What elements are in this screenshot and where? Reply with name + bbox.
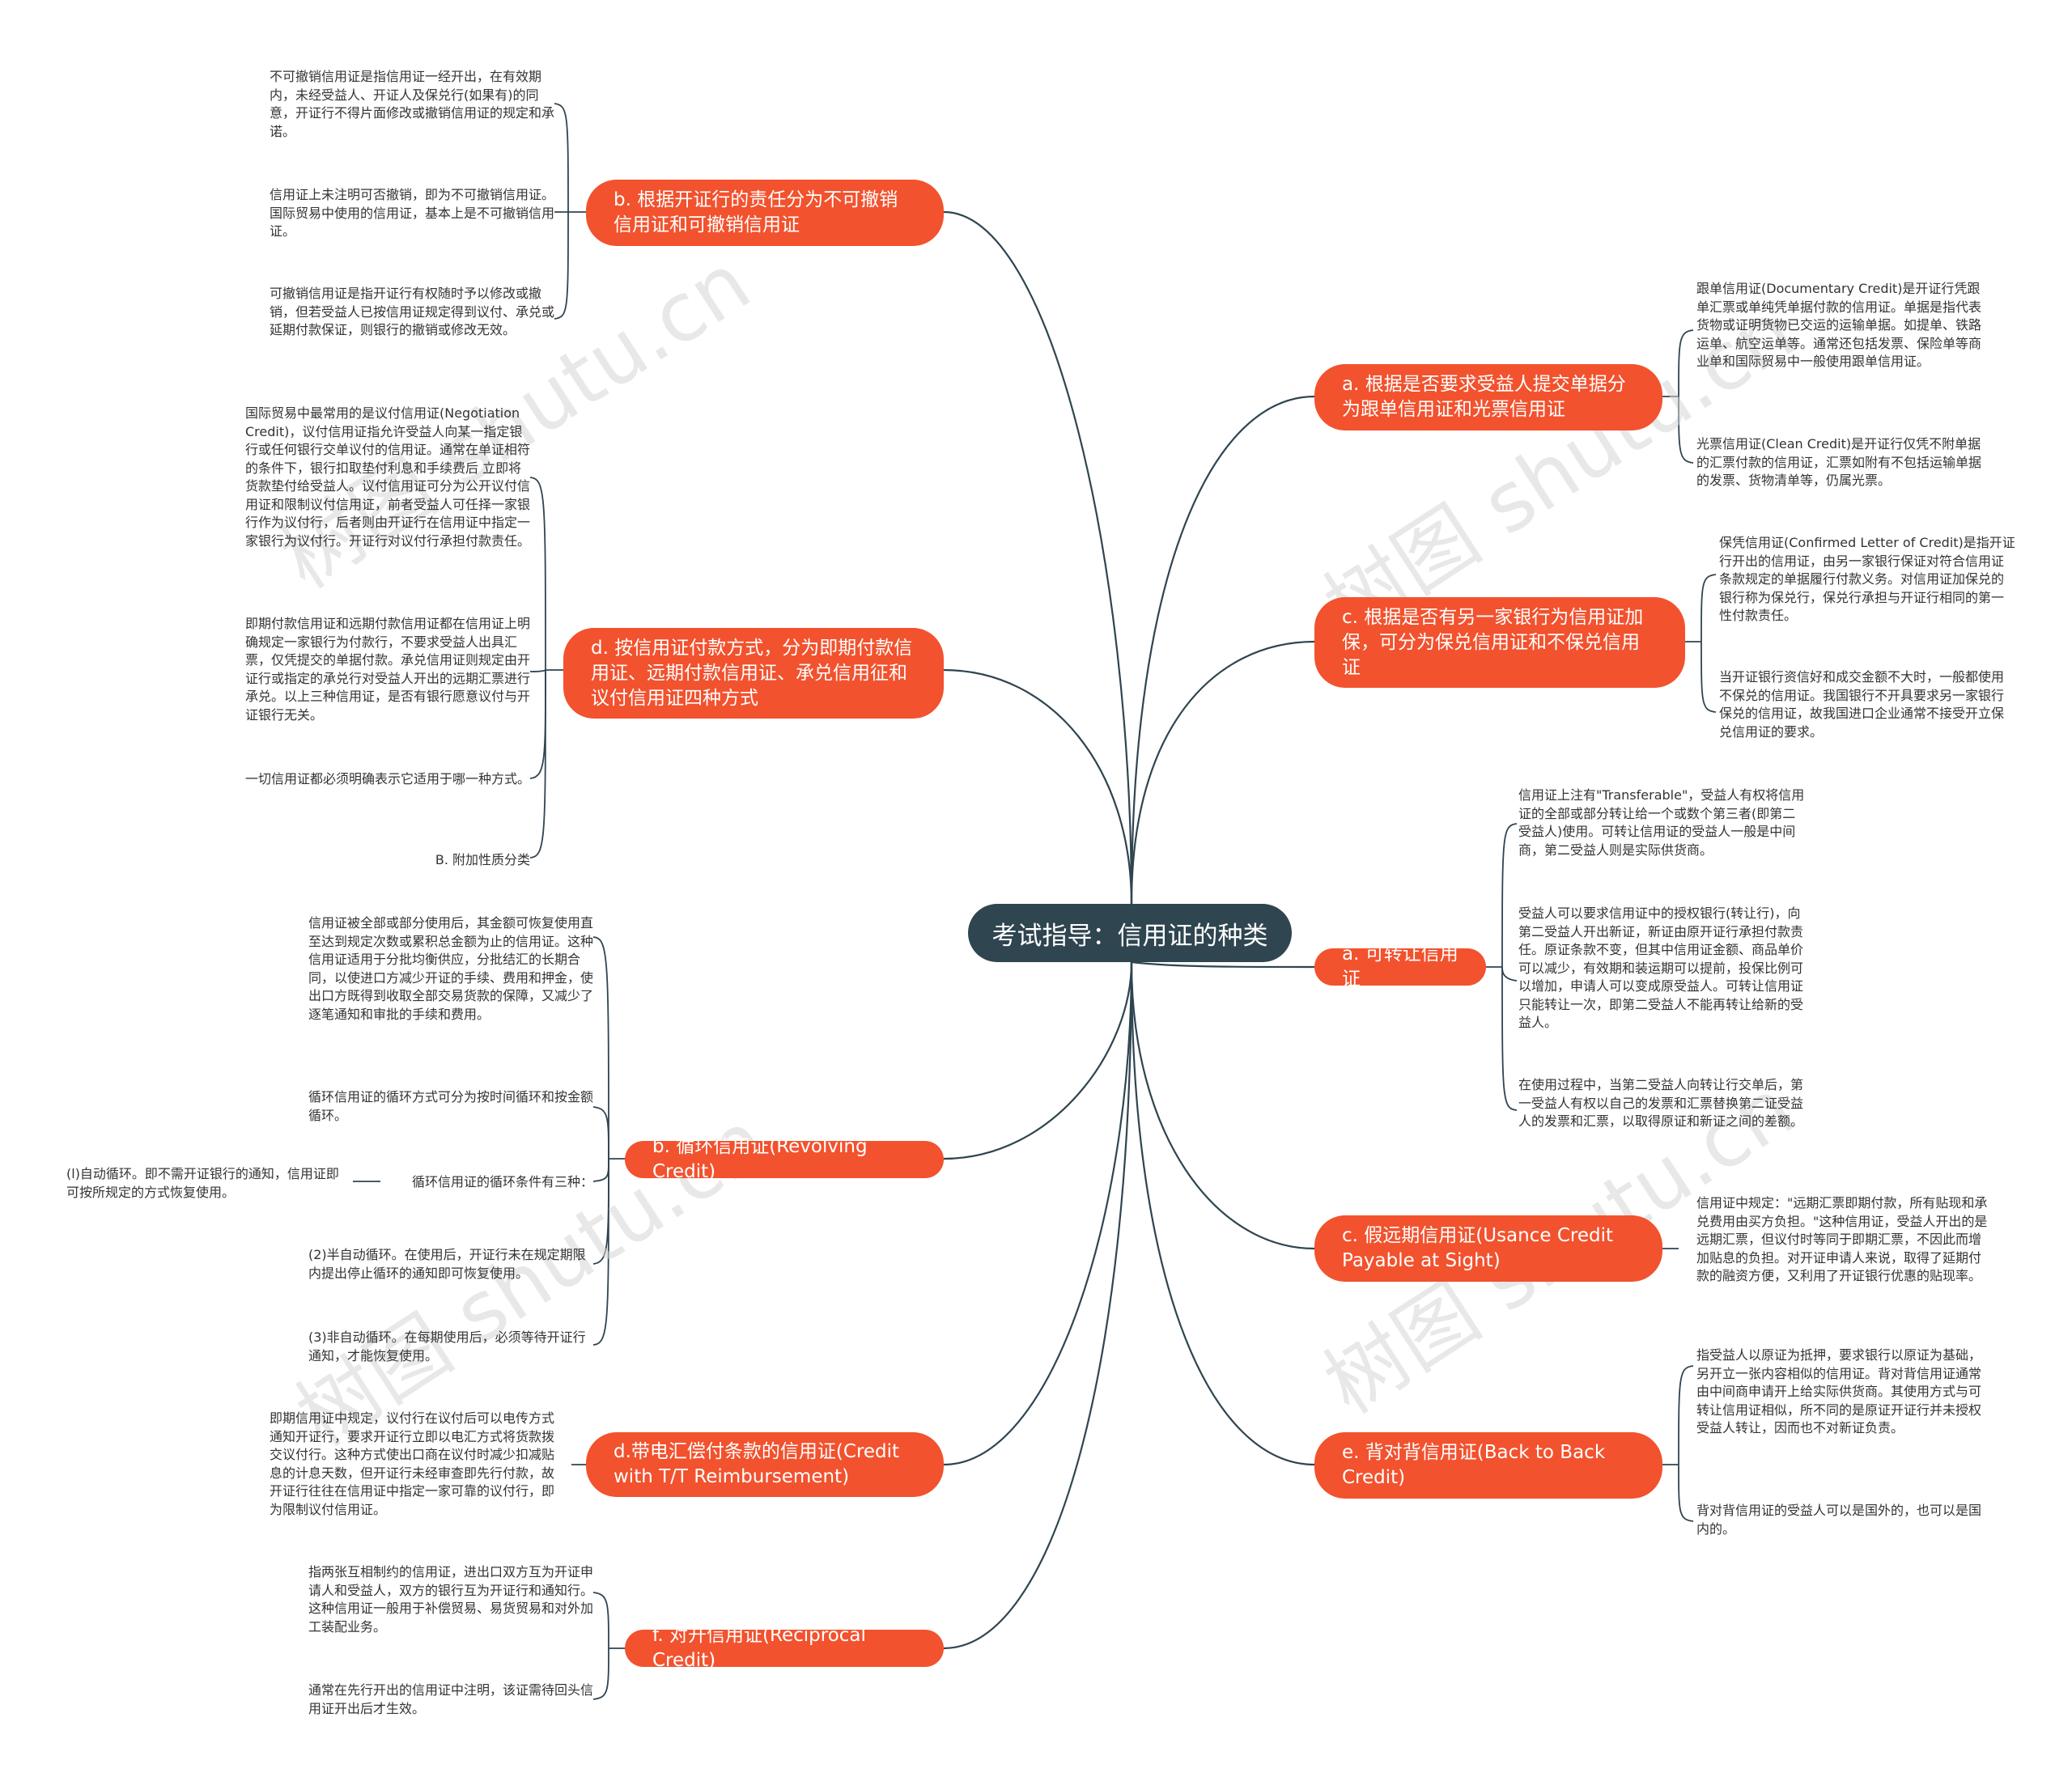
- leaf-text: 当开证银行资信好和成交金额不大时，一般都使用不保兑的信用证。我国银行不开具要求另…: [1719, 669, 2005, 740]
- leaf-text: 保凭信用证(Confirmed Letter of Credit)是指开证行开出…: [1719, 535, 2015, 623]
- branch-revocable[interactable]: b. 根据开证行的责任分为不可撤销信用证和可撤销信用证: [586, 180, 944, 246]
- leaf-text: (3)非自动循环。在每期使用后，必须等待开证行通知，才能恢复使用。: [308, 1329, 586, 1363]
- leaf-text: 循环信用证的循环条件有三种：: [411, 1174, 593, 1189]
- leaf-text: 一切信用证都必须明确表示它适用于哪一种方式。: [245, 771, 531, 787]
- leaf-text: 背对背信用证的受益人可以是国外的，也可以是国内的。: [1696, 1503, 1982, 1537]
- branch-tt-reimbursement[interactable]: d.带电汇偿付条款的信用证(Credit with T/T Reimbursem…: [586, 1432, 944, 1497]
- branch-usance[interactable]: c. 假远期信用证(Usance Credit Payable at Sight…: [1314, 1215, 1662, 1282]
- leaf-text: 信用证中规定："远期汇票即期付款，所有贴现和承兑费用由买方负担。"这种信用证，受…: [1696, 1195, 1988, 1283]
- leaf-text: 光票信用证(Clean Credit)是开证行仅凭不附单据的汇票付款的信用证，汇…: [1696, 436, 1982, 488]
- branch-transferable[interactable]: a. 可转让信用证: [1314, 944, 1486, 990]
- leaf-text: 指受益人以原证为抵押，要求银行以原证为基础，另开立一张内容相似的信用证。背对背信…: [1696, 1347, 1982, 1435]
- branch-reciprocal[interactable]: f. 对开信用证(Reciprocal Credit): [625, 1625, 944, 1671]
- leaf-text: 在使用过程中，当第二受益人向转让行交单后，第一受益人有权以自己的发票和汇票替换第…: [1518, 1077, 1804, 1129]
- leaf-text: 信用证上注有"Transferable"，受益人有权将信用证的全部或部分转让给一…: [1518, 787, 1805, 858]
- leaf-text: 可撤销信用证是指开证行有权随时予以修改或撤销，但若受益人已按信用证规定得到议付、…: [270, 286, 555, 337]
- leaf-text: 跟单信用证(Documentary Credit)是开证行凭跟单汇票或单纯凭单据…: [1696, 281, 1982, 369]
- root-node[interactable]: 考试指导：信用证的种类: [968, 904, 1292, 962]
- leaf-text: 指两张互相制约的信用证，进出口双方互为开证申请人和受益人，双方的银行互为开证行和…: [308, 1564, 594, 1635]
- branch-confirmed[interactable]: c. 根据是否有另一家银行为信用证加保，可分为保兑信用证和不保兑信用证: [1314, 597, 1685, 688]
- leaf-text: 不可撤销信用证是指信用证一经开出，在有效期内，未经受益人、开证人及保兑行(如果有…: [270, 69, 555, 139]
- leaf-text: 受益人可以要求信用证中的授权银行(转让行)，向第二受益人开出新证，新证由原开证行…: [1518, 905, 1804, 1030]
- leaf-text: (l)自动循环。即不需开证银行的通知，信用证即可按所规定的方式恢复使用。: [66, 1166, 339, 1200]
- leaf-text: 循环信用证的循环方式可分为按时间循环和按金额循环。: [308, 1089, 594, 1123]
- branch-documentary[interactable]: a. 根据是否要求受益人提交单据分为跟单信用证和光票信用证: [1314, 364, 1662, 430]
- leaf-text: 信用证被全部或部分使用后，其金额可恢复使用直至达到规定次数或累积总金额为止的信用…: [308, 915, 594, 1022]
- branch-revolving[interactable]: b. 循环信用证(Revolving Credit): [625, 1136, 944, 1182]
- leaf-text: 即期付款信用证和远期付款信用证都在信用证上明确规定一家银行为付款行，不要求受益人…: [245, 616, 531, 723]
- leaf-text: (2)半自动循环。在使用后，开证行未在规定期限内提出停止循环的通知即可恢复使用。: [308, 1247, 586, 1281]
- leaf-text: B. 附加性质分类: [435, 852, 530, 867]
- leaf-text: 国际贸易中最常用的是议付信用证(Negotiation Credit)，议付信用…: [245, 405, 531, 549]
- leaf-text: 通常在先行开出的信用证中注明，该证需待回头信用证开出后才生效。: [308, 1682, 594, 1716]
- leaf-text: 即期信用证中规定，议付行在议付后可以电传方式通知开证行，要求开证行立即以电汇方式…: [270, 1410, 555, 1517]
- leaf-text: 信用证上未注明可否撤销，即为不可撤销信用证。国际贸易中使用的信用证，基本上是不可…: [270, 187, 555, 239]
- branch-payment-method[interactable]: d. 按信用证付款方式，分为即期付款信用证、远期付款信用证、承兑信用征和议付信用…: [563, 628, 944, 719]
- branch-back-to-back[interactable]: e. 背对背信用证(Back to Back Credit): [1314, 1432, 1662, 1499]
